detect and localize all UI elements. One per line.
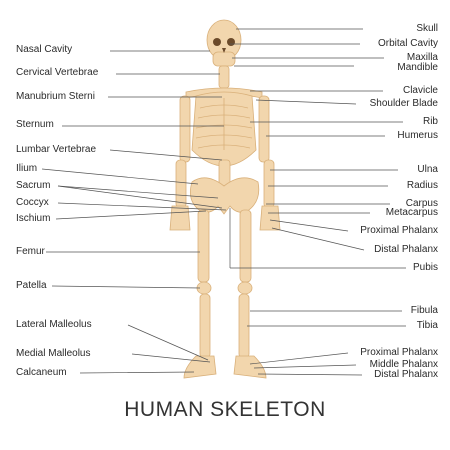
label-manubrium-sterni: Manubrium Sterni	[16, 91, 95, 102]
label-distal-phalanx-foot: Distal Phalanx	[374, 369, 438, 380]
right-patella-shape	[237, 281, 253, 295]
leader-ischium	[55, 210, 207, 220]
leader-distal-phalanx-foot	[257, 373, 363, 376]
left-femur-shape	[197, 209, 210, 283]
right-forearm-shape	[263, 159, 275, 209]
jaw-shape	[212, 51, 236, 67]
label-sacrum: Sacrum	[16, 180, 51, 191]
label-pubis: Pubis	[412, 262, 438, 273]
leader-middle-phalanx-foot	[253, 364, 357, 369]
label-fibula: Fibula	[410, 305, 438, 316]
left-forearm-shape	[175, 159, 187, 209]
right-orbit-shape	[227, 38, 235, 46]
label-lateral-malleolus: Lateral Malleolus	[16, 319, 92, 330]
label-distal-phalanx-hand: Distal Phalanx	[374, 244, 438, 255]
right-hand-shape	[259, 205, 281, 231]
leader-sacrum-1	[57, 185, 219, 199]
leader-sacrum-2	[57, 185, 223, 209]
label-proximal-phalanx-hand: Proximal Phalanx	[360, 225, 438, 236]
leader-patella	[51, 285, 201, 289]
leader-coccyx	[57, 202, 227, 211]
label-mandible: Mandible	[397, 62, 438, 73]
label-humerus: Humerus	[397, 130, 438, 141]
label-patella: Patella	[16, 280, 47, 291]
label-orbital-cavity: Orbital Cavity	[377, 38, 438, 49]
label-carpus: Carpus	[405, 198, 438, 209]
label-proximal-phalanx-foot: Proximal Phalanx	[360, 347, 438, 358]
label-coccyx: Coccyx	[16, 197, 49, 208]
leader-medial-malleolus	[131, 353, 211, 363]
leader-proximal-phalanx-hand	[269, 219, 349, 232]
leader-shoulder-blade	[255, 99, 357, 105]
leader-ilium	[41, 168, 199, 185]
leader-distal-phalanx-hand	[271, 227, 365, 251]
nasal-shape	[222, 48, 226, 53]
left-foot-shape	[183, 355, 217, 379]
label-nasal-cavity: Nasal Cavity	[16, 44, 73, 55]
label-lumbar-vertebrae: Lumbar Vertebrae	[16, 144, 97, 155]
left-orbit-shape	[213, 38, 221, 46]
label-medial-malleolus: Medial Malleolus	[16, 348, 91, 359]
left-hand-shape	[169, 205, 191, 231]
right-foot-shape	[233, 355, 267, 379]
leader-calcaneum	[79, 371, 195, 374]
label-sternum: Sternum	[16, 119, 54, 130]
left-humerus-shape	[179, 95, 191, 163]
label-radius: Radius	[406, 180, 438, 191]
label-shoulder-blade: Shoulder Blade	[369, 98, 438, 109]
label-ischium: Ischium	[16, 213, 51, 224]
label-clavicle: Clavicle	[402, 85, 438, 96]
leader-proximal-phalanx-foot	[249, 352, 349, 365]
right-femur-shape	[239, 209, 252, 283]
diagram-title: HUMAN SKELETON	[124, 398, 326, 421]
label-maxilla: Maxilla	[406, 52, 438, 63]
leader-lateral-malleolus	[127, 324, 209, 361]
leader-lumbar-vertebrae	[109, 149, 223, 161]
right-humerus-shape	[258, 95, 270, 163]
label-tibia: Tibia	[416, 320, 438, 331]
label-middle-phalanx-foot: Middle Phalanx	[369, 359, 438, 370]
label-calcaneum: Calcaneum	[16, 367, 67, 378]
left-tibia-shape	[199, 293, 211, 359]
label-cervical-vertebrae: Cervical Vertebrae	[16, 67, 99, 78]
label-metacarpus: Metacarpus	[385, 207, 438, 218]
label-ulna: Ulna	[417, 164, 438, 175]
label-femur: Femur	[16, 246, 45, 257]
label-rib: Rib	[422, 116, 438, 127]
label-ilium: Ilium	[16, 163, 38, 174]
label-skull: Skull	[416, 23, 438, 34]
cervical-shape	[218, 65, 230, 89]
